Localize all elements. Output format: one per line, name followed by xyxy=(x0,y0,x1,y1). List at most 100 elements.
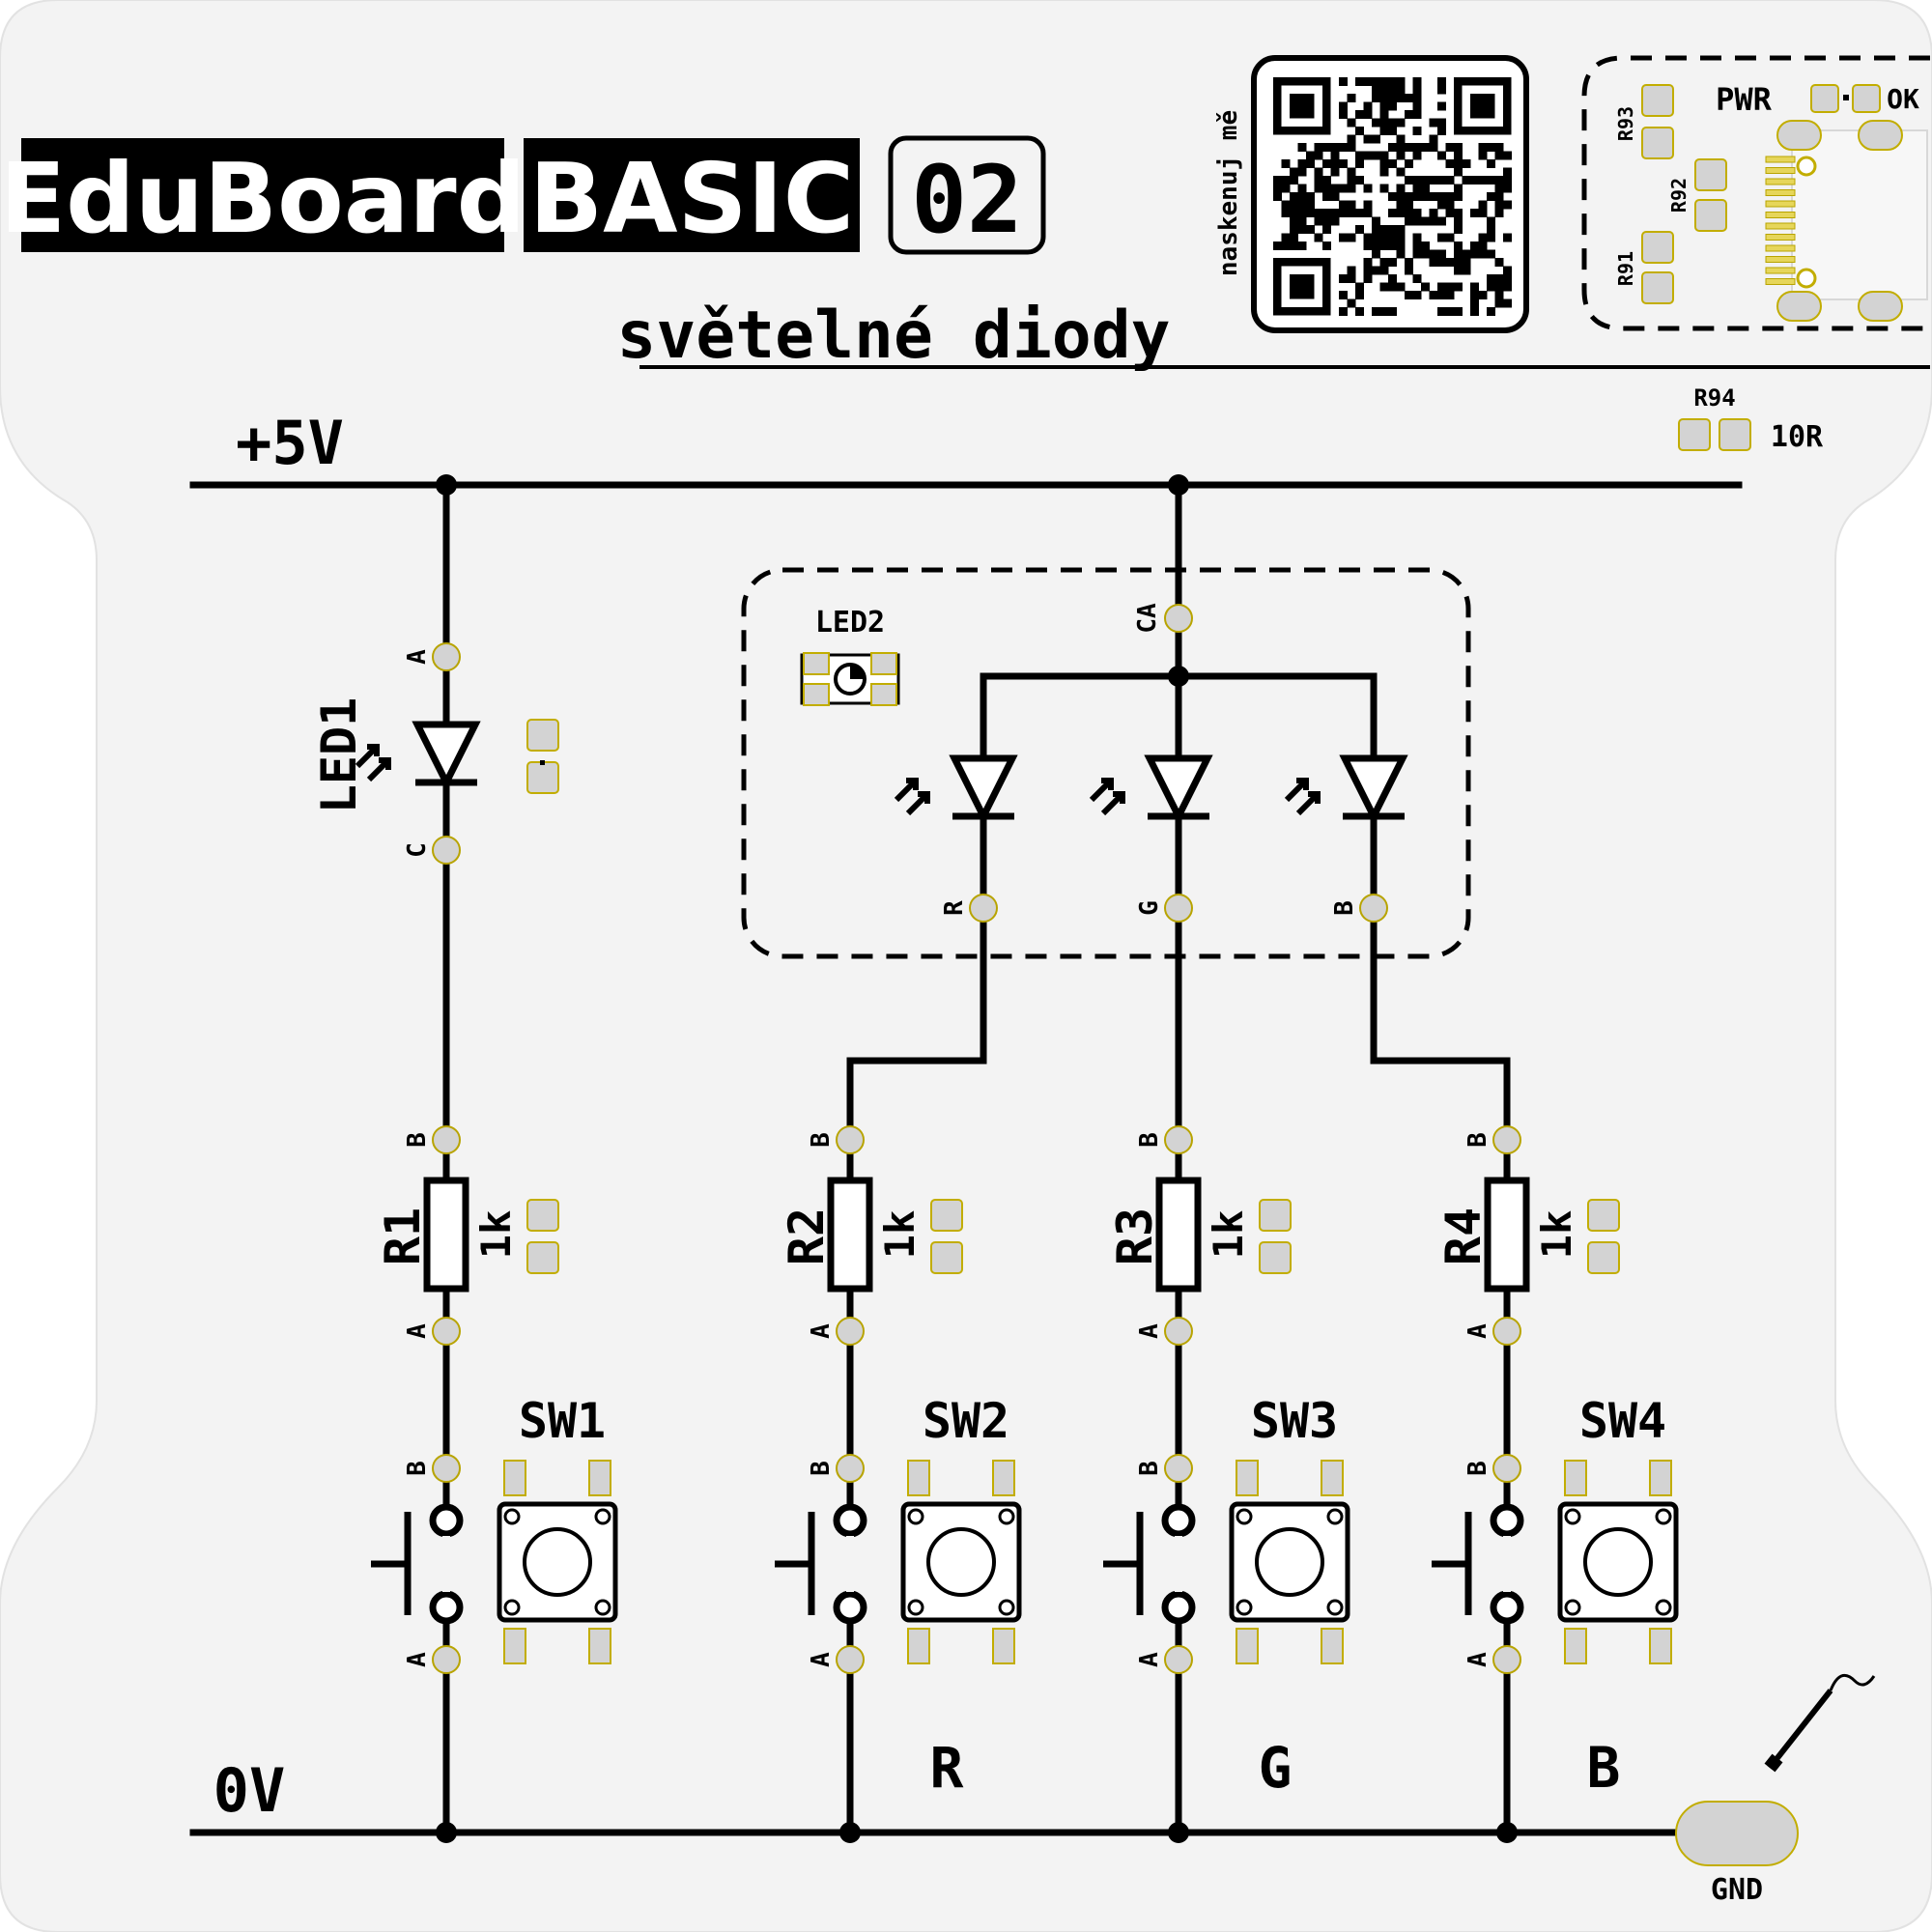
switch-gap xyxy=(1175,1536,1182,1592)
switch-contact xyxy=(1490,1503,1524,1538)
led1-anode-label: A xyxy=(403,649,432,665)
r94-value: 10R xyxy=(1771,420,1824,454)
ok-label: OK xyxy=(1887,83,1919,115)
switch-pin-b-label: B xyxy=(1463,1461,1492,1476)
resistor-body xyxy=(1484,1177,1530,1293)
switch-pin-a-label: A xyxy=(403,1652,432,1667)
switch-contact xyxy=(429,1590,464,1625)
gnd-pad xyxy=(1675,1801,1799,1866)
switch-contact xyxy=(833,1503,867,1538)
resistor-body xyxy=(423,1177,469,1293)
switch-pin-b-label: B xyxy=(403,1461,432,1476)
r94-label: R94 xyxy=(1693,384,1735,412)
series-text: BASIC xyxy=(529,142,854,255)
r91-pad xyxy=(1641,231,1674,264)
resistor-pin-b-label: B xyxy=(403,1132,432,1148)
led1: LED1 A C xyxy=(311,642,559,865)
led2-outline xyxy=(741,567,1471,959)
led2-footprint-icon xyxy=(800,652,900,706)
switch-pin-a-label: A xyxy=(1135,1652,1164,1667)
led1-anode-pin xyxy=(432,642,461,671)
page-subtitle: světelné diody xyxy=(616,298,1170,374)
led2-r-pin xyxy=(969,894,998,923)
resistor-pin-a xyxy=(432,1317,461,1346)
led2-common-label: CA xyxy=(1133,603,1162,634)
switch-contact xyxy=(1161,1503,1196,1538)
led2-g-pin xyxy=(1164,894,1193,923)
qr-code xyxy=(1251,55,1529,333)
switch-pin-b xyxy=(1164,1454,1193,1483)
led2-g-label: G xyxy=(1135,900,1164,916)
switch-pin-a xyxy=(836,1645,865,1674)
resistor-pin-b xyxy=(836,1125,865,1154)
resistor-value: 1k xyxy=(472,1210,520,1260)
switch-pin-b-label: B xyxy=(1135,1461,1164,1476)
resistor-pin-a-label: A xyxy=(1463,1323,1492,1339)
r93-label: R93 xyxy=(1614,106,1637,141)
resistor-pin-a xyxy=(1492,1317,1521,1346)
led2: LED2 CA R G B xyxy=(741,567,1471,959)
resistor-pin-a-label: A xyxy=(1135,1323,1164,1339)
r92-label: R92 xyxy=(1667,178,1690,213)
switch-name: SW1 xyxy=(519,1393,606,1449)
led2-b-label: B xyxy=(1330,900,1359,916)
switch-pin-a xyxy=(1492,1645,1521,1674)
switch-contact xyxy=(1161,1590,1196,1625)
header: EduBoard BASIC 02 světelné diody naskenu… xyxy=(0,55,1930,374)
power-section: PWR OK R93 R92 R91 R94 10R xyxy=(1581,55,1930,454)
r94-pad xyxy=(1678,418,1711,451)
resistor-pin-b-label: B xyxy=(807,1132,836,1148)
led2-b-pin xyxy=(1359,894,1388,923)
r91-pad xyxy=(1641,271,1674,304)
resistor-pin-b-label: B xyxy=(1135,1132,1164,1148)
resistor-pin-a-label: A xyxy=(807,1323,836,1339)
gnd-label: GND xyxy=(1711,1873,1763,1907)
led1-cathode-pin xyxy=(432,836,461,865)
resistor-pin-a xyxy=(1164,1317,1193,1346)
channel-label: B xyxy=(1587,1735,1621,1801)
number-box xyxy=(888,135,1046,255)
r94-pad xyxy=(1719,418,1751,451)
switch-contact xyxy=(1490,1590,1524,1625)
r92-pad xyxy=(1694,158,1727,191)
r93-pad xyxy=(1641,84,1674,117)
channel-label: R xyxy=(930,1735,964,1801)
resistor-pin-a xyxy=(836,1317,865,1346)
switch-contact xyxy=(833,1590,867,1625)
rail-5v-label: +5V xyxy=(236,408,344,478)
usb-connector xyxy=(1765,120,1928,322)
resistor-name: R2 xyxy=(779,1208,835,1265)
switch-gap xyxy=(846,1536,854,1592)
led2-common-pin xyxy=(1164,604,1193,633)
resistor-value: 1k xyxy=(876,1210,923,1260)
r93-pad xyxy=(1641,127,1674,159)
qr-caption: naskenuj mě xyxy=(1214,110,1243,276)
junctions xyxy=(436,474,1518,1843)
brand-text: EduBoard xyxy=(0,142,526,255)
led1-label: LED1 xyxy=(311,697,367,813)
switch-name: SW4 xyxy=(1579,1393,1666,1449)
switch-gap xyxy=(442,1536,450,1592)
resistor-pin-b-label: B xyxy=(1463,1132,1492,1148)
resistor-pin-b xyxy=(1164,1125,1193,1154)
switch-pin-b-label: B xyxy=(807,1461,836,1476)
led2-r-label: R xyxy=(940,900,969,916)
led2-label: LED2 xyxy=(815,606,885,639)
switch-contact xyxy=(429,1503,464,1538)
switch-gap xyxy=(1503,1536,1511,1592)
switch-name: SW2 xyxy=(923,1393,1009,1449)
pwr-led-pad xyxy=(1852,84,1881,113)
switch-pin-a xyxy=(1164,1645,1193,1674)
pwr-led-dot xyxy=(1843,95,1849,100)
channel-label: G xyxy=(1259,1735,1293,1801)
r91-label: R91 xyxy=(1614,251,1637,286)
led1-cathode-label: C xyxy=(403,842,432,858)
pwr-label: PWR xyxy=(1716,81,1773,118)
resistor-pin-a-label: A xyxy=(403,1323,432,1339)
board-number: 02 xyxy=(911,146,1023,254)
switch-pin-b xyxy=(836,1454,865,1483)
